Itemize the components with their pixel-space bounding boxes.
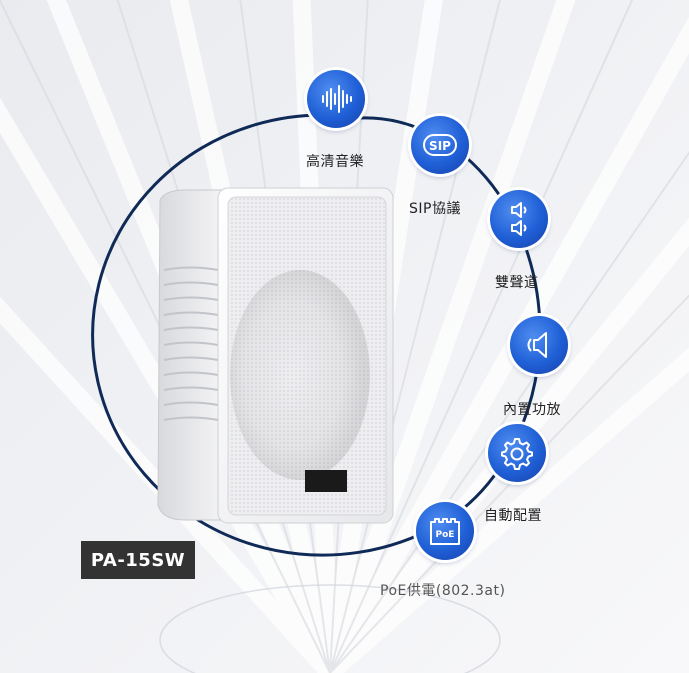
poe-icon: PoE [416,502,474,560]
model-badge: PA-15SW [81,541,195,579]
sip-icon: SIP [411,116,469,174]
sip-icon-text: SIP [429,139,451,153]
feature-label-auto-config: 自動配置 [484,508,542,524]
speaker-product-image [157,187,394,524]
sound-wave-icon [307,70,365,128]
feature-label-sip: SIP協議 [409,201,461,217]
feature-label-built-in-amp: 內置功放 [503,402,561,418]
feature-label-poe: PoE供電(802.3at) [380,583,506,599]
dual-channel-speaker-icon [490,190,548,248]
feature-label-hd-music: 高清音樂 [306,154,364,170]
gear-icon [488,424,546,482]
feature-label-dual-channel: 雙聲道 [495,275,539,291]
speaker-amplifier-icon [510,316,568,374]
poe-icon-text: PoE [436,530,455,540]
